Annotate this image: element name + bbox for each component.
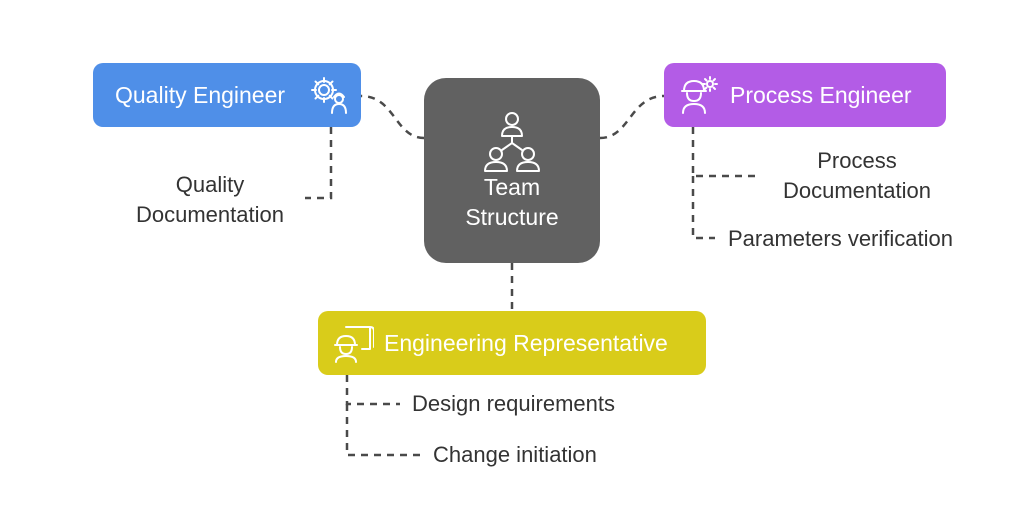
design-requirements-leaf: Design requirements [412, 391, 615, 416]
process-documentation-line1: Process [817, 148, 897, 173]
connector-eng-design [345, 375, 400, 406]
engineering-representative-label: Engineering Representative [384, 329, 668, 356]
quality-documentation-line2: Documentation [136, 202, 284, 227]
connector-eng-change [345, 404, 420, 457]
gear-worker-icon [311, 77, 347, 114]
engineer-gear-icon [681, 76, 718, 114]
connector-process-parameters [691, 176, 715, 240]
quality-engineer-label: Quality Engineer [115, 81, 286, 108]
change-initiation-leaf: Change initiation [433, 442, 597, 467]
connector-process-documentation [691, 127, 757, 178]
team-structure-label-line1: Team [483, 173, 541, 200]
connector-center-quality [360, 94, 425, 140]
process-documentation-line2: Documentation [783, 178, 931, 203]
team-structure-node[interactable]: Team Structure [424, 78, 600, 263]
engineering-representative-node[interactable]: Engineering Representative [318, 311, 706, 375]
quality-documentation-leaf: Quality Documentation [126, 170, 294, 230]
process-engineer-node[interactable]: Process Engineer [664, 63, 946, 127]
parameters-verification-leaf: Parameters verification [728, 226, 953, 251]
quality-documentation-line1: Quality [175, 172, 245, 197]
connector-quality-documentation [305, 127, 333, 200]
quality-engineer-node[interactable]: Quality Engineer [93, 63, 361, 127]
connector-center-process [599, 94, 665, 140]
team-structure-label-line2: Structure [465, 203, 559, 230]
team-hierarchy-icon [484, 111, 540, 172]
process-documentation-leaf: Process Documentation [770, 146, 944, 206]
process-engineer-label: Process Engineer [730, 81, 912, 108]
engineer-blueprint-icon [334, 326, 374, 363]
